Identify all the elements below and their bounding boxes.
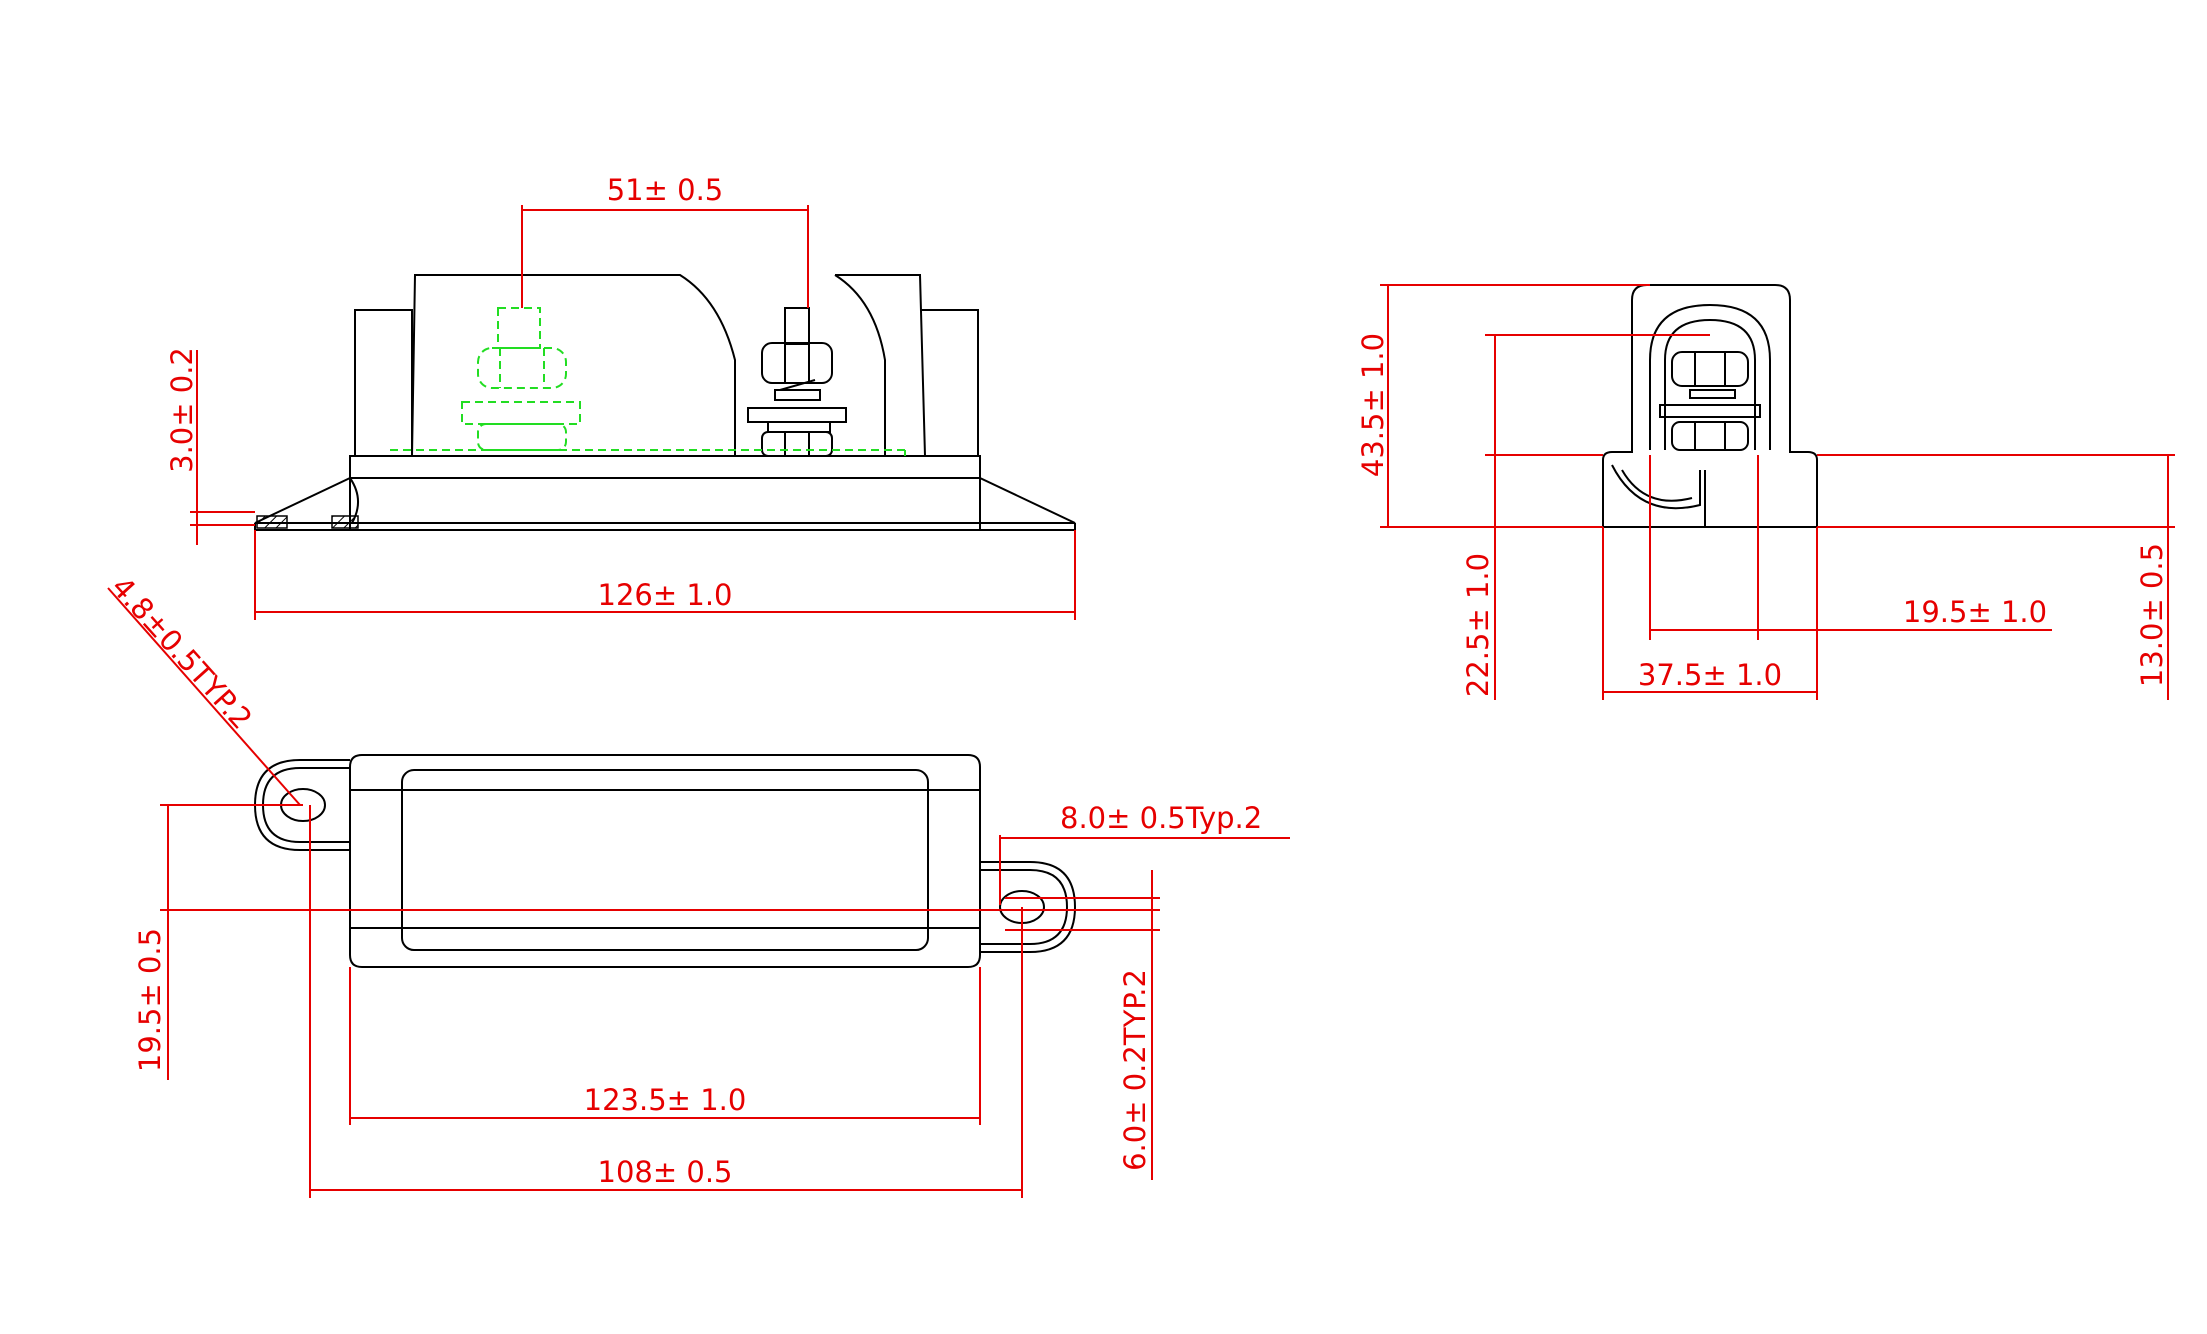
front-view: 51± 0.5 3.0± 0.2 126± 1.0 [165, 173, 1076, 620]
dim-overall-length: 126± 1.0 [254, 530, 1076, 620]
dim-side-height: 13.0± 0.5 [1817, 454, 2175, 700]
dim-side-width-label: 37.5± 1.0 [1638, 658, 1782, 692]
dim-overall-length-label: 126± 1.0 [598, 578, 733, 612]
dim-slot-width: 6.0± 0.2TYP.2 [1005, 870, 1160, 1180]
dim-side-height-label: 13.0± 0.5 [2135, 543, 2169, 687]
dim-body-height: 22.5± 1.0 [1461, 334, 1710, 700]
dim-body-length: 123.5± 1.0 [349, 967, 981, 1125]
dim-tab-width-label: 8.0± 0.5Typ.2 [1060, 801, 1262, 835]
dim-terminal-width-label: 19.5± 1.0 [1903, 595, 2047, 629]
dim-hole-note-label: 4.8±0.5TYP.2 [105, 570, 259, 736]
dim-base-thickness-label: 3.0± 0.2 [165, 347, 199, 473]
dim-body-height-label: 22.5± 1.0 [1461, 553, 1495, 697]
dim-height: 43.5± 1.0 [1356, 284, 1650, 528]
dim-slot-offset: 19.5± 0.5 [133, 804, 1160, 1080]
dim-hole-spacing-label: 108± 0.5 [598, 1155, 733, 1189]
dim-terminal-width: 19.5± 1.0 [1649, 455, 2052, 640]
dim-slot-offset-label: 19.5± 0.5 [133, 928, 167, 1072]
dim-body-length-label: 123.5± 1.0 [584, 1083, 747, 1117]
side-view: 43.5± 1.0 22.5± 1.0 19.5± 1.0 37.5± 1.0 [1356, 284, 2175, 700]
dim-hole-note: 4.8±0.5TYP.2 [105, 570, 301, 806]
dim-slot-width-label: 6.0± 0.2TYP.2 [1118, 969, 1152, 1171]
dim-stud-spacing-label: 51± 0.5 [607, 173, 724, 207]
top-view: 4.8±0.5TYP.2 8.0± 0.5Typ.2 19.5± 0.5 6.0… [105, 570, 1290, 1198]
dim-stud-spacing: 51± 0.5 [521, 173, 809, 308]
hidden-stud [390, 307, 906, 456]
dim-tab-width: 8.0± 0.5Typ.2 [999, 801, 1290, 905]
dim-base-thickness: 3.0± 0.2 [165, 347, 255, 545]
dim-side-width: 37.5± 1.0 [1602, 527, 1818, 700]
dim-hole-spacing: 108± 0.5 [309, 805, 1023, 1198]
dim-height-label: 43.5± 1.0 [1356, 333, 1390, 477]
